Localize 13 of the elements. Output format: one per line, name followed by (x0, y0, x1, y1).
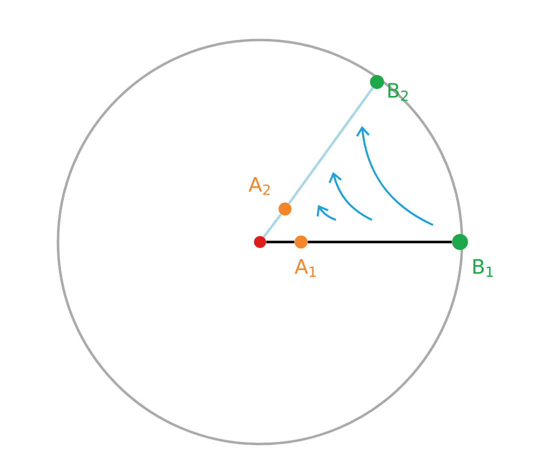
dot (278, 202, 292, 216)
line-segment (308, 240, 452, 244)
dot (254, 236, 266, 248)
point-label: B$_{2}$ (388, 83, 408, 101)
point-label: A$_{2}$ (248, 177, 270, 195)
line-segment (262, 214, 282, 238)
dot (452, 234, 468, 250)
point-label: B$_{1}$ (473, 259, 493, 277)
point-label: A$_{1}$ (294, 259, 316, 277)
dot (370, 75, 384, 89)
line-segment (266, 240, 294, 244)
dot (294, 236, 308, 248)
line-segment (288, 87, 374, 204)
